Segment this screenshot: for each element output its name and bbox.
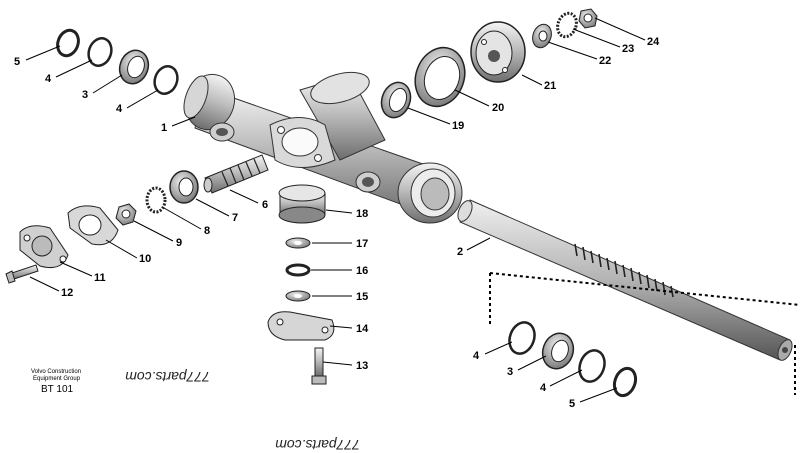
gasket-10 <box>67 205 119 246</box>
callout-7: 7 <box>232 212 238 224</box>
bearing-7 <box>169 170 199 204</box>
rack-shaft <box>457 199 793 361</box>
callout-23: 23 <box>622 43 634 55</box>
watermark-1: 777parts.com <box>125 369 210 385</box>
cover-plate-11 <box>19 225 69 269</box>
oring-4-right-a <box>508 321 536 355</box>
seal-3-right <box>541 332 575 370</box>
watermark-2: 777parts.com <box>275 437 360 453</box>
callout-9: 9 <box>176 237 182 249</box>
lock-washer-23 <box>556 11 578 39</box>
figure-code: BT 101 <box>41 384 73 395</box>
callout-5-right: 5 <box>569 398 575 410</box>
callout-4-right-a: 4 <box>473 350 480 362</box>
cover-plate-14 <box>267 311 335 341</box>
callout-4-right-b: 4 <box>540 382 547 394</box>
callout-13: 13 <box>356 360 368 372</box>
callout-22: 22 <box>599 55 611 67</box>
callout-19: 19 <box>452 120 464 132</box>
seal-ring-20 <box>414 46 466 108</box>
washer-17 <box>285 237 311 249</box>
callout-20: 20 <box>492 102 504 114</box>
oring-4-left-a <box>87 37 113 67</box>
brand-line-2: Equipment Group <box>33 376 81 382</box>
callout-labels: 5 4 3 4 1 2 6 7 8 9 10 11 12 13 14 15 16… <box>14 36 660 410</box>
cover-21 <box>470 21 526 83</box>
leader-lines <box>25 17 646 403</box>
brand-block: Volvo Construction Equipment Group BT 10… <box>31 369 81 395</box>
callout-15: 15 <box>356 291 368 303</box>
callout-3-left: 3 <box>82 89 88 101</box>
nut-24 <box>578 8 598 29</box>
callout-6: 6 <box>262 199 268 211</box>
callout-24: 24 <box>647 36 660 48</box>
rack-teeth <box>574 243 674 298</box>
callout-1: 1 <box>161 122 167 134</box>
callout-3-right: 3 <box>507 366 513 378</box>
callout-12: 12 <box>61 287 73 299</box>
oring-4-right-b <box>578 349 606 383</box>
oring-4-left-b <box>153 65 179 95</box>
steering-housing <box>183 71 463 224</box>
lock-washer-8 <box>145 186 167 214</box>
washer-15 <box>285 290 311 302</box>
brand-line-1: Volvo Construction <box>31 369 81 375</box>
assembly-bracket <box>489 272 800 395</box>
yoke-18 <box>278 184 326 224</box>
spring-16 <box>285 263 311 277</box>
callout-10: 10 <box>139 253 151 265</box>
snap-ring-5-right <box>612 366 638 398</box>
callout-4-left-b: 4 <box>116 103 123 115</box>
callout-2: 2 <box>457 246 463 258</box>
seal-3-left <box>118 49 150 85</box>
snap-ring-5-left <box>56 28 80 58</box>
bolt-13 <box>311 347 327 385</box>
callout-18: 18 <box>356 208 368 220</box>
callout-14: 14 <box>356 323 369 335</box>
callout-21: 21 <box>544 80 556 92</box>
callout-17: 17 <box>356 238 368 250</box>
callout-11: 11 <box>94 272 106 284</box>
callout-4-left-a: 4 <box>45 73 52 85</box>
nut-9 <box>115 203 137 226</box>
callout-16: 16 <box>356 265 368 277</box>
bearing-19 <box>380 81 412 119</box>
callout-5-left: 5 <box>14 56 20 68</box>
bolt-12 <box>5 264 39 284</box>
pinion-6 <box>203 154 269 194</box>
callout-8: 8 <box>204 225 210 237</box>
washer-22 <box>532 23 552 49</box>
